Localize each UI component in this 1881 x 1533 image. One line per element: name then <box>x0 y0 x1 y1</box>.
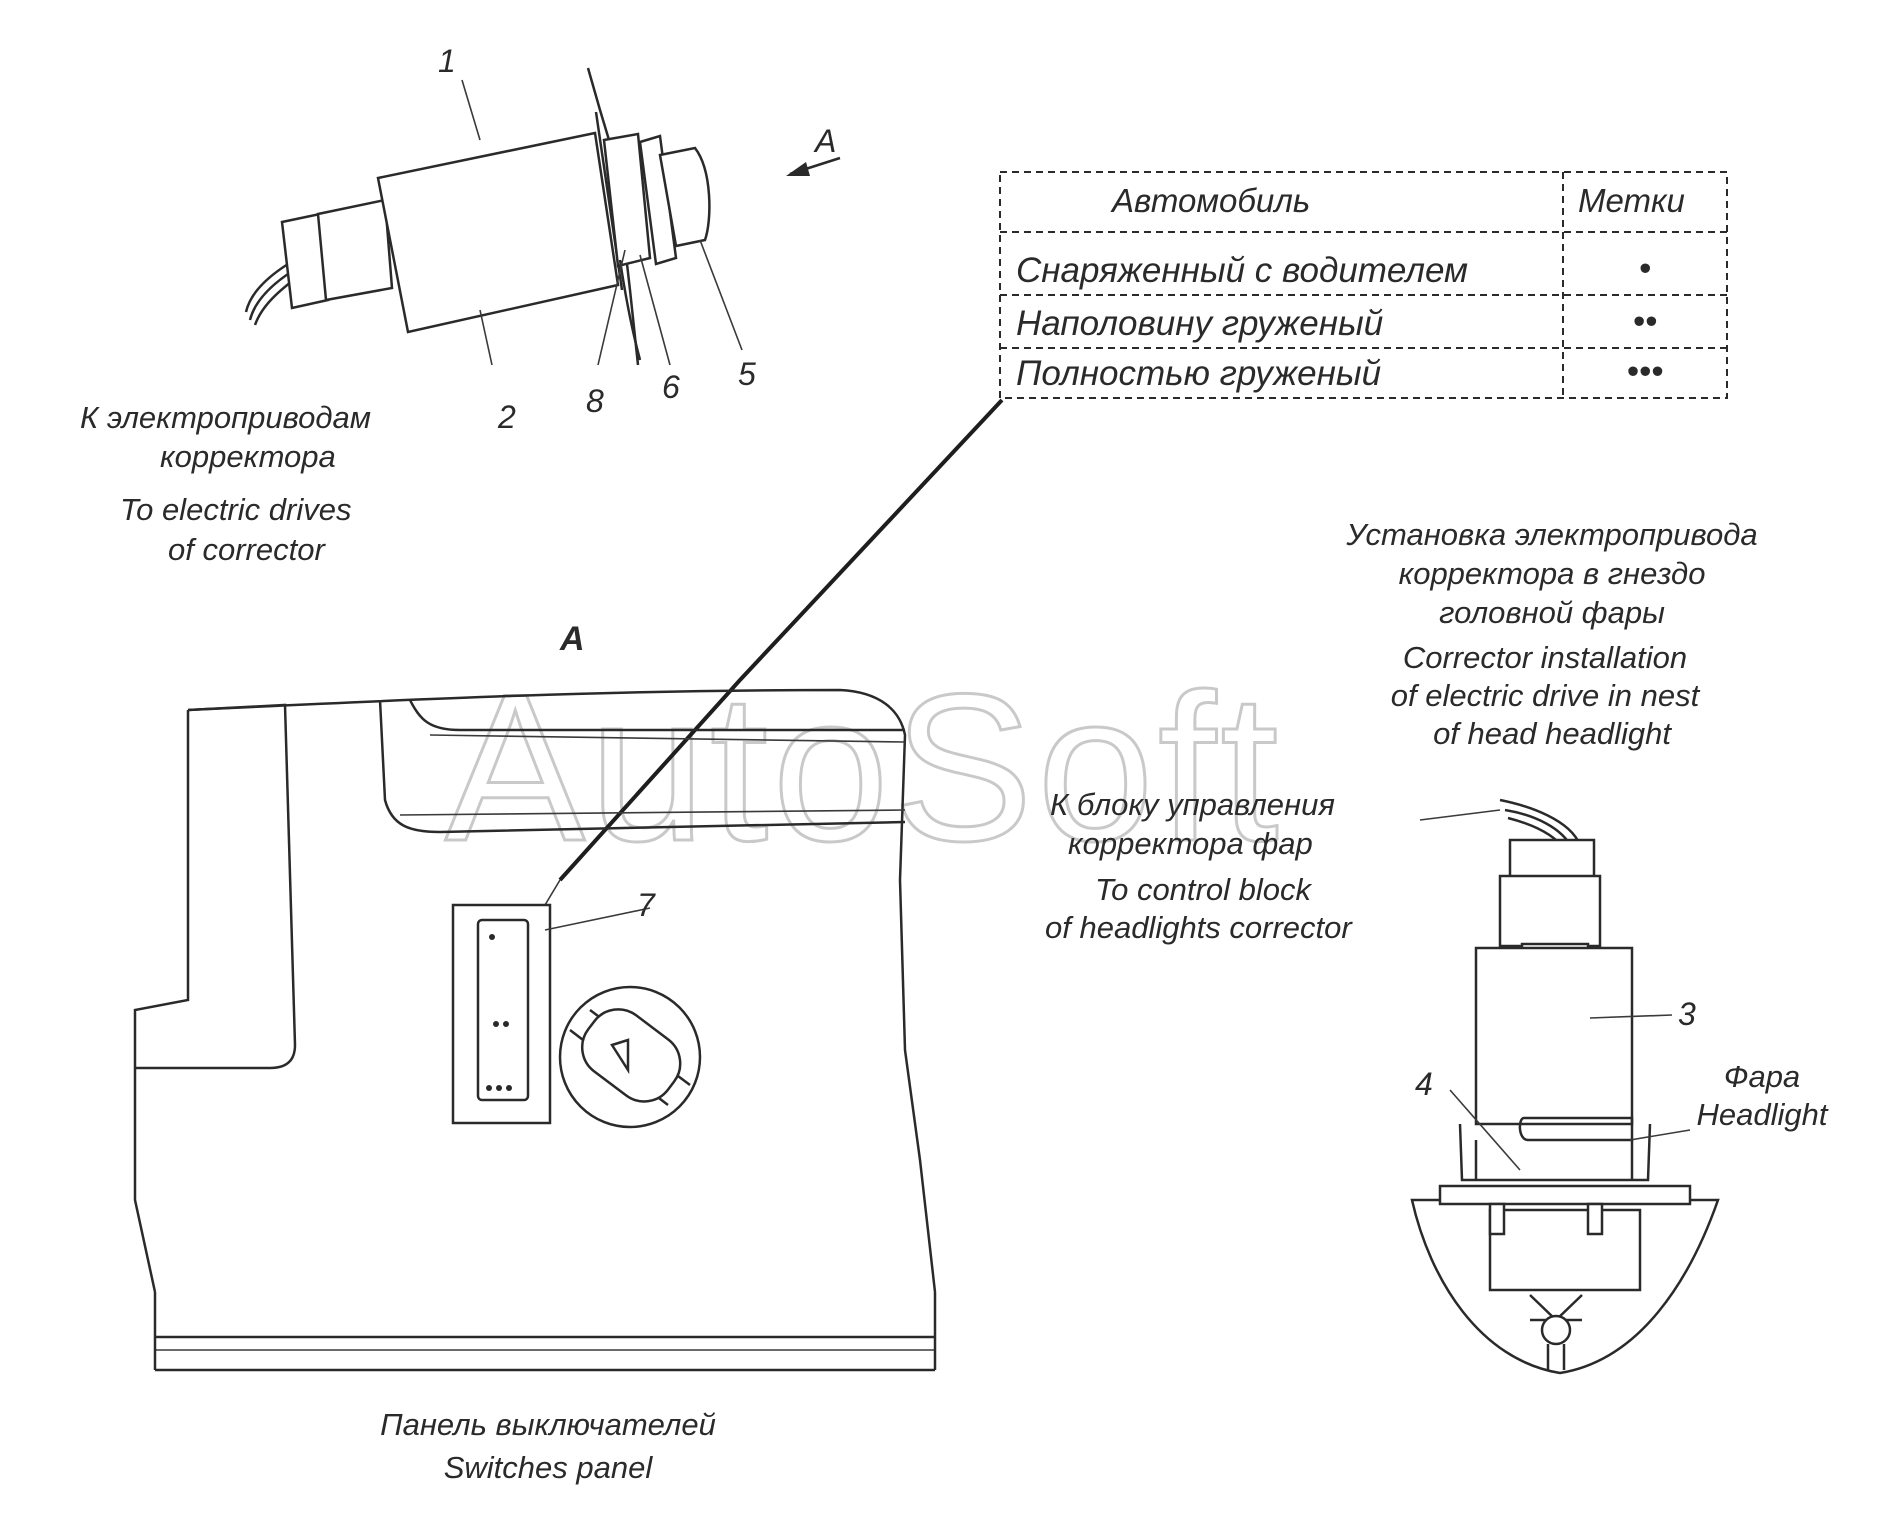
panel-caption-ru: Панель выключателей <box>380 1407 716 1442</box>
panel-view-label: A <box>559 620 585 658</box>
headlight-install-drawing <box>1410 798 1720 1375</box>
callout-3: 3 <box>1678 996 1696 1032</box>
view-arrow-label: A <box>813 123 836 159</box>
control-block-ru-2: корректора фар <box>1068 826 1313 861</box>
drives-caption-ru-2: корректора <box>160 439 336 474</box>
control-block-ru-1: К блоку управления <box>1050 787 1335 822</box>
callout-7: 7 <box>637 887 656 923</box>
install-title-ru-1: Установка электропривода <box>1345 517 1757 552</box>
table-cell-vehicle: Снаряженный с водителем <box>1016 251 1468 290</box>
install-title-en-1: Corrector installation <box>1403 640 1687 675</box>
table-header-marks: Метки <box>1578 182 1685 219</box>
install-title-ru-3: головной фары <box>1439 595 1665 630</box>
table-cell-marks: •• <box>1633 302 1658 341</box>
drives-caption-ru-1: К электроприводам <box>80 400 371 435</box>
install-title-en-2: of electric drive in nest <box>1391 678 1701 713</box>
table-cell-vehicle: Полностью груженый <box>1016 354 1381 393</box>
table-cell-marks: • <box>1639 249 1651 288</box>
marks-table <box>999 171 1728 399</box>
control-block-en-2: of headlights corrector <box>1045 910 1353 945</box>
callout-5: 5 <box>738 356 756 392</box>
table-cell-marks: ••• <box>1627 352 1664 391</box>
table-header-vehicle: Автомобиль <box>1110 182 1310 219</box>
callout-8: 8 <box>586 383 604 419</box>
headlight-label-ru: Фара <box>1724 1059 1800 1094</box>
panel-caption-en: Switches panel <box>444 1450 654 1485</box>
drives-caption-en-1: To electric drives <box>120 492 351 527</box>
install-title-en-3: of head headlight <box>1433 716 1672 751</box>
watermark: AutoSoft <box>445 650 1283 885</box>
install-title-ru-2: корректора в гнездо <box>1399 556 1706 591</box>
table-cell-vehicle: Наполовину груженый <box>1016 304 1383 343</box>
callout-1: 1 <box>438 43 456 79</box>
callout-4: 4 <box>1415 1066 1433 1102</box>
headlight-label-en: Headlight <box>1697 1097 1829 1132</box>
drives-caption-en-2: of corrector <box>168 532 326 567</box>
callout-6: 6 <box>662 369 680 405</box>
callout-2: 2 <box>497 399 516 435</box>
corrector-drive-drawing <box>244 67 841 366</box>
switches-panel-drawing <box>133 688 937 1372</box>
control-block-en-1: To control block <box>1095 872 1312 907</box>
